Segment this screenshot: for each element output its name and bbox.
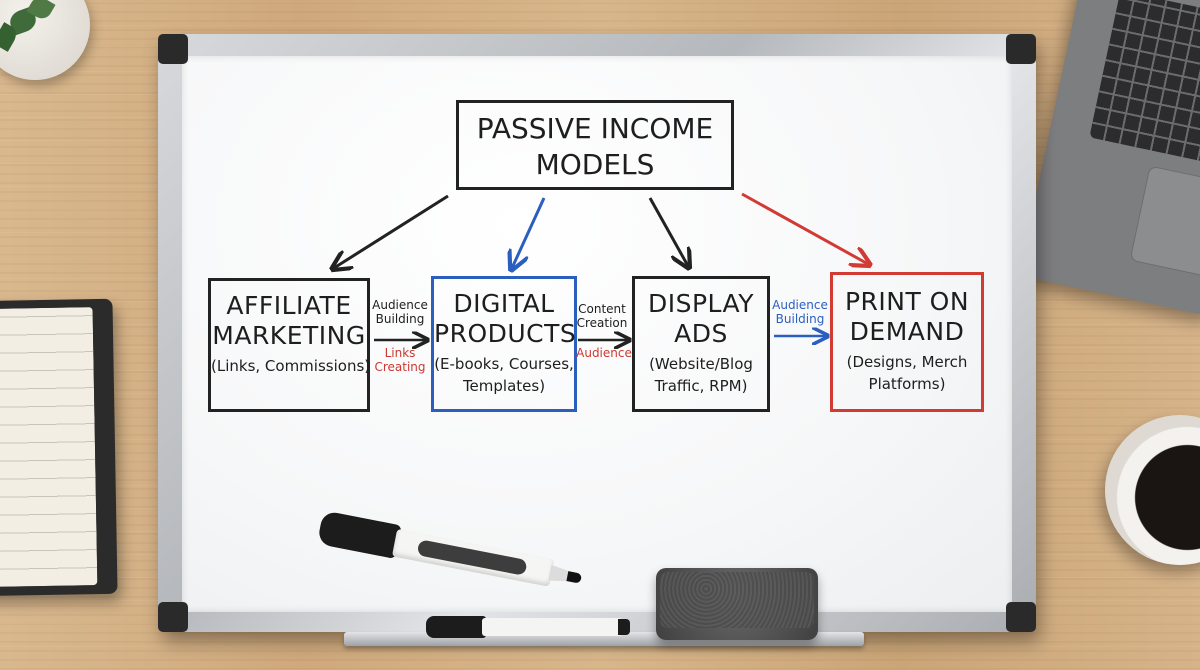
frame-corner — [1006, 602, 1036, 632]
node-subtitle: Traffic, RPM) — [654, 377, 748, 395]
node-subtitle: (Links, Commissions) — [211, 357, 371, 375]
edge-label-content-creation: Content Creation — [576, 302, 628, 330]
diagram-root-node: PASSIVE INCOME MODELS — [456, 100, 734, 190]
node-title: MARKETING — [212, 321, 366, 350]
node-title: DISPLAY — [647, 289, 754, 318]
node-subtitle: Platforms) — [868, 375, 946, 393]
root-title-line2: MODELS — [535, 148, 655, 181]
node-title: DIGITAL — [453, 289, 555, 318]
node-title: DEMAND — [849, 317, 965, 346]
node-subtitle: Templates) — [462, 377, 546, 395]
node-subtitle: (E-books, Courses, — [434, 355, 574, 373]
edge-label-links-creating: Links Creating — [374, 346, 426, 374]
node-digital-products: DIGITAL PRODUCTS (E-books, Courses, Temp… — [431, 276, 577, 412]
node-affiliate-marketing: AFFILIATE MARKETING (Links, Commissions) — [208, 278, 370, 412]
arrow-root-to-pod — [741, 192, 868, 264]
frame-corner — [158, 602, 188, 632]
arrow-root-to-digital — [512, 197, 546, 268]
edge-label-audience-building-2: Audience Building — [772, 298, 828, 326]
arrow-root-to-affiliate — [334, 194, 449, 268]
frame-corner — [1006, 34, 1036, 64]
node-subtitle: (Website/Blog — [649, 355, 753, 373]
root-title-line1: PASSIVE INCOME — [476, 112, 714, 145]
node-print-on-demand: PRINT ON DEMAND (Designs, Merch Platform… — [830, 272, 984, 412]
edge-label-audience: Audience — [576, 346, 632, 360]
whiteboard-surface — [182, 56, 1012, 612]
node-display-ads: DISPLAY ADS (Website/Blog Traffic, RPM) — [632, 276, 770, 412]
node-title: AFFILIATE — [226, 291, 352, 320]
edge-label-audience-building: Audience Building — [372, 298, 428, 326]
node-title: ADS — [674, 319, 728, 348]
frame-corner — [158, 34, 188, 64]
node-subtitle: (Designs, Merch — [846, 353, 968, 371]
node-title: PRODUCTS — [434, 319, 577, 348]
node-title: PRINT ON — [844, 287, 970, 316]
eraser-icon — [656, 568, 818, 640]
arrow-root-to-display — [648, 197, 688, 266]
marker-icon — [426, 616, 631, 638]
